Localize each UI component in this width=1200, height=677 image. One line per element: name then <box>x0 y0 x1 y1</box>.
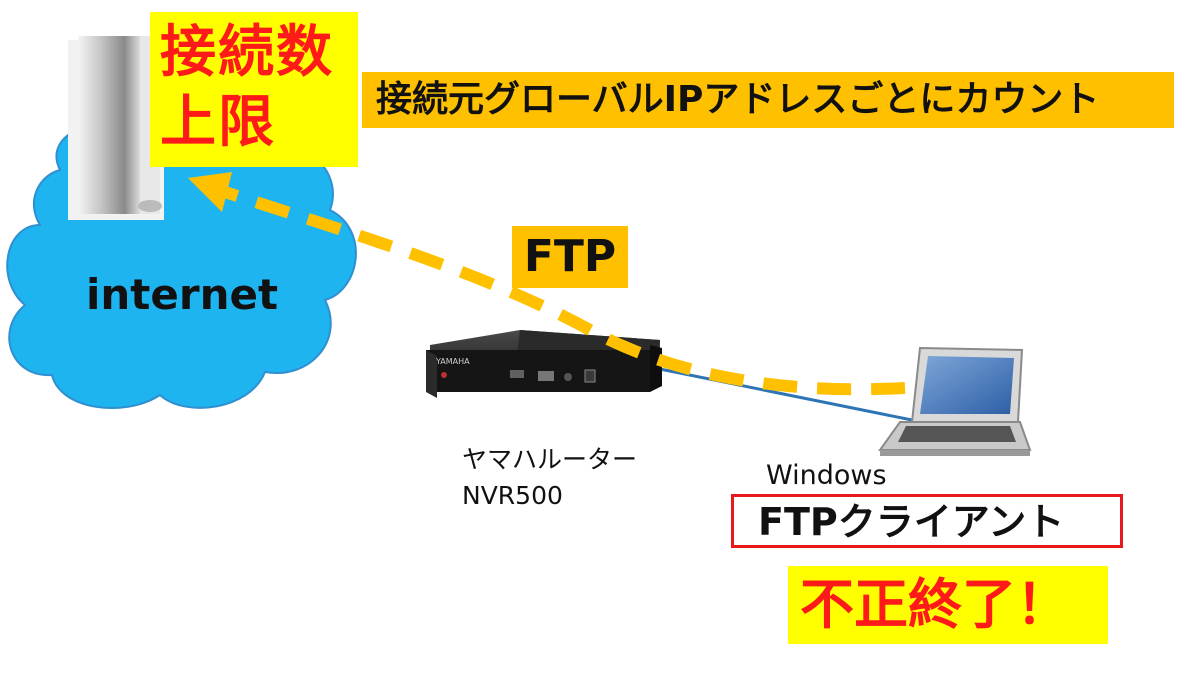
router-label-line1: ヤマハルーター <box>462 445 638 474</box>
status-text: 不正終了！ <box>800 573 1070 636</box>
connection-limit-label: 接続数 上限 <box>160 18 334 158</box>
router-icon: YAMAHA <box>426 330 662 398</box>
client-name: FTPクライアント <box>758 500 1065 544</box>
laptop-icon <box>878 346 1032 456</box>
count-note-box: 接続元グローバルIPアドレスごとにカウント <box>362 72 1174 128</box>
router-label: ヤマハルーター NVR500 <box>462 442 637 514</box>
limit-line2: 上限 <box>160 90 276 155</box>
count-note-text: 接続元グローバルIPアドレスごとにカウント <box>376 79 1100 120</box>
protocol-box: FTP <box>512 226 628 288</box>
client-name-box: FTPクライアント <box>731 494 1123 548</box>
connection-limit-box: 接続数 上限 <box>150 12 358 167</box>
router-label-line2: NVR500 <box>462 481 563 510</box>
router-brand: YAMAHA <box>435 357 470 366</box>
limit-line1: 接続数 <box>160 20 334 85</box>
protocol-label: FTP <box>523 231 617 282</box>
network-cable <box>639 363 913 422</box>
server-icon <box>68 36 164 220</box>
status-box: 不正終了！ <box>788 566 1108 644</box>
internet-label: internet <box>86 270 279 319</box>
arrow-icon <box>188 172 906 396</box>
client-os-label: Windows <box>766 460 887 491</box>
